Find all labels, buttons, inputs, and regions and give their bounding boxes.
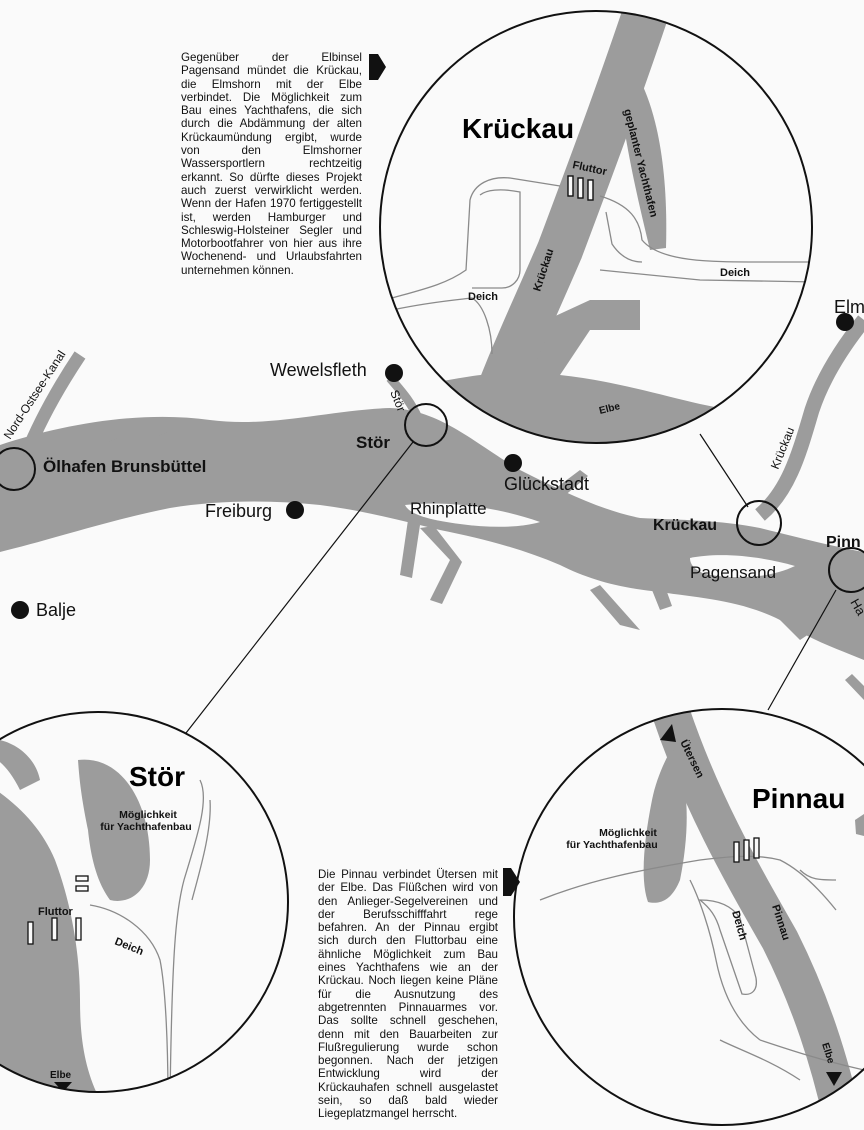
inset-kruckau-deich-right: Deich (720, 267, 750, 279)
harbour-kruckau-label: Krückau (653, 517, 717, 534)
harbour-pinn-label: Pinn (826, 534, 861, 551)
town-wewelsfleth: Wewelsfleth (270, 360, 367, 380)
island-rhinplatte: Rhinplatte (410, 499, 487, 518)
inset-stor-moeglichkeit-1: Möglichkeit (119, 809, 177, 821)
inset-kruckau-title: Krückau (462, 113, 574, 144)
inset-stor-fluttor: Fluttor (38, 906, 74, 918)
town-dots (11, 313, 854, 619)
harbour-olhafen-label: Ölhafen Brunsbüttel (43, 457, 206, 476)
harbour-markers (0, 403, 864, 593)
arrow-right-icon (503, 868, 520, 896)
inset-stor-moeglichkeit-2: für Yachthafenbau (100, 821, 191, 833)
elbe-river (0, 315, 864, 700)
inset-kruckau-elbe: Elbe (598, 401, 622, 417)
arrow-right-icon (369, 54, 386, 80)
inset-pinnau-moeglichkeit-1: Möglichkeit (599, 827, 657, 839)
text-arrows (369, 54, 520, 896)
inset-pinnau-moeglichkeit-2: für Yachthafenbau (566, 839, 657, 851)
inset-stor-elbe: Elbe (50, 1070, 72, 1081)
inset-stor: Stör Möglichkeit für Yachthafenbau Flutt… (0, 711, 289, 1093)
inset-kruckau: Krückau Fluttor geplanter Yachthafen Krü… (379, 10, 813, 444)
inset-kruckau-deich-left: Deich (468, 291, 498, 303)
inset-stor-title: Stör (129, 761, 185, 792)
kruckau-description: Gegenüber der Elbinsel Pagensand mündet … (181, 51, 362, 277)
harbour-stor-label: Stör (356, 433, 390, 452)
town-elm: Elm (834, 297, 864, 317)
inset-pinnau: Pinnau Möglichkeit für Yachthafenbau Üte… (513, 708, 864, 1126)
town-freiburg: Freiburg (205, 501, 272, 521)
town-gluckstadt: Glückstadt (504, 474, 589, 494)
connector-lines (185, 433, 837, 734)
inset-pinnau-title: Pinnau (752, 783, 845, 814)
town-balje: Balje (36, 600, 76, 620)
island-pagensand: Pagensand (690, 563, 776, 582)
pinnau-description: Die Pinnau verbindet Ütersen mit der Elb… (318, 868, 498, 1121)
